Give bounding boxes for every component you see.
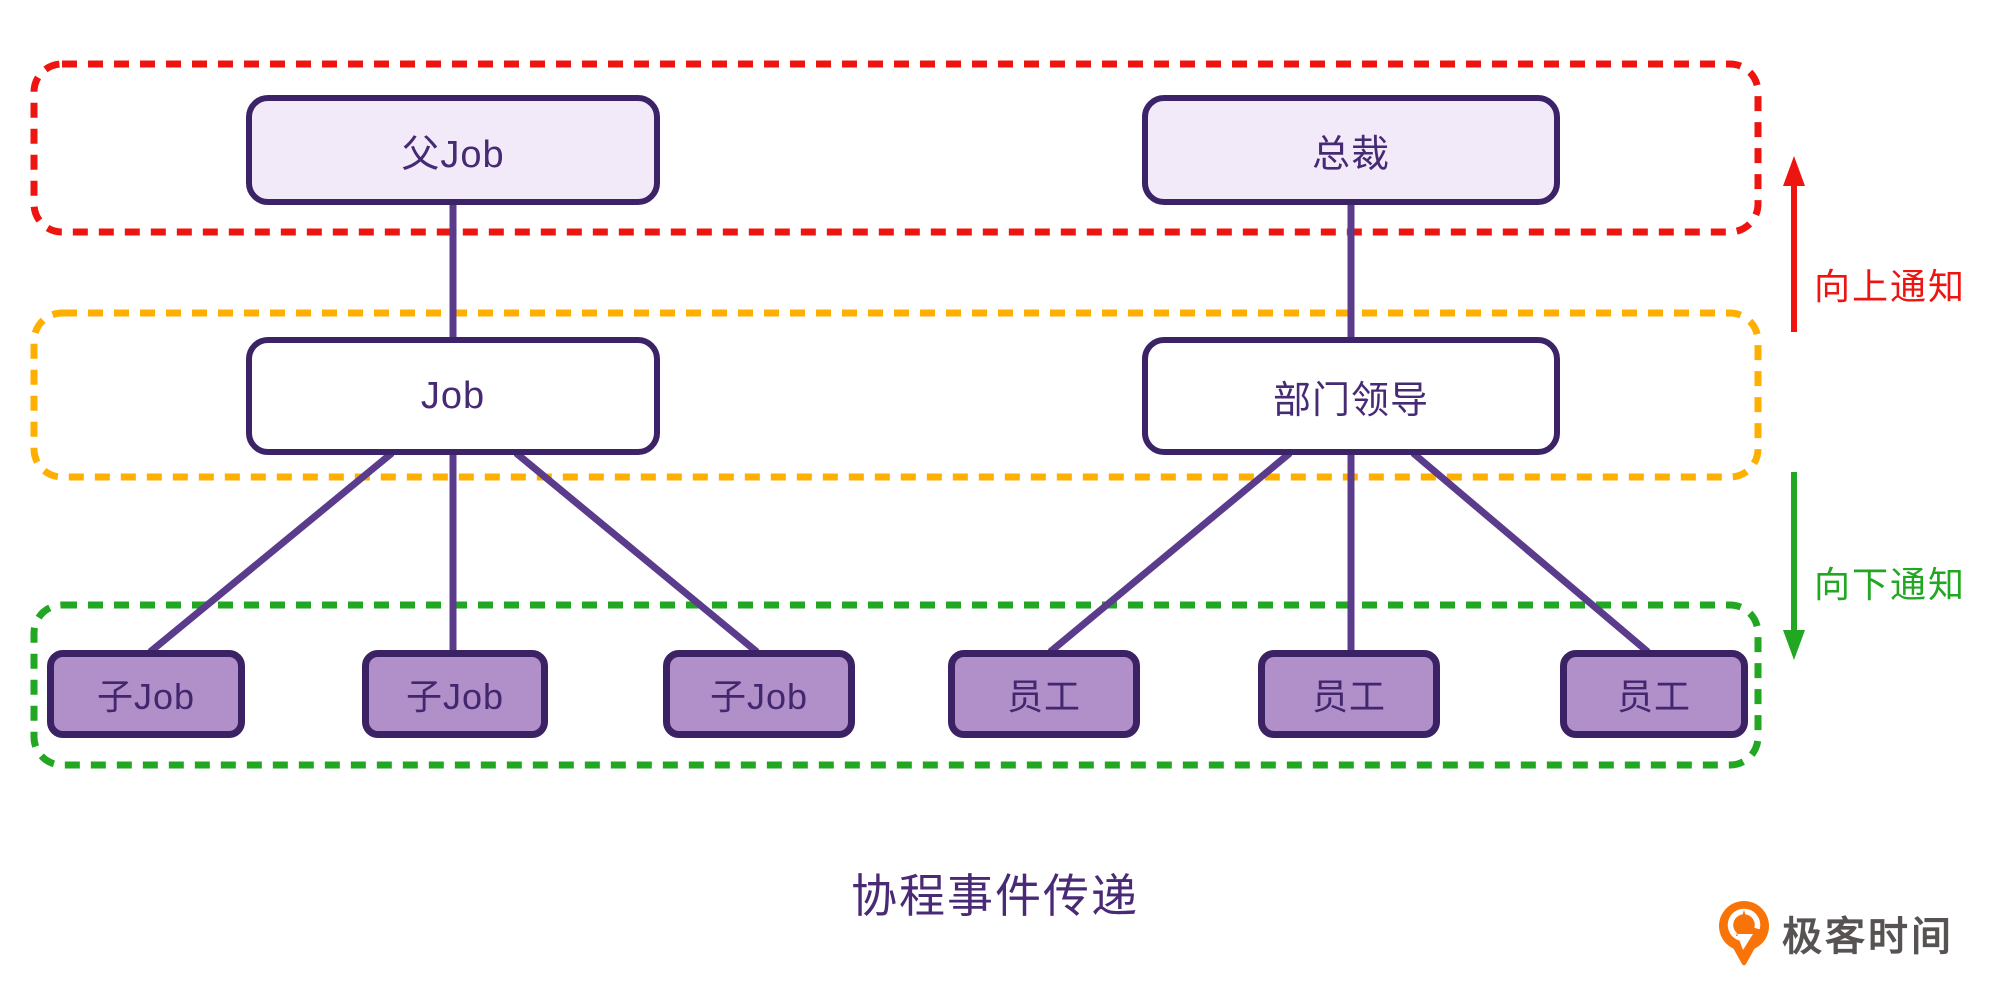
- diagram-title: 协程事件传递: [851, 870, 1139, 922]
- bottom-layer-dashed-box: [30, 601, 1762, 769]
- node-employee-3-label: 员工: [1616, 676, 1691, 717]
- notify-up-label: 向上通知: [1814, 266, 1967, 307]
- connector-job-childjob3: [513, 450, 760, 655]
- node-president-label: 总裁: [1311, 133, 1390, 176]
- geektime-logo-icon: [1719, 901, 1769, 966]
- node-child-job-3: 子Job: [663, 650, 855, 738]
- geektime-logo: 极客时间: [1716, 896, 1954, 970]
- connector-leader-employee1: [1047, 450, 1293, 655]
- node-employee-1-label: 员工: [1006, 676, 1081, 717]
- node-child-job-3-label: 子Job: [709, 676, 809, 717]
- node-employee-1: 员工: [948, 650, 1140, 738]
- notify-down-arrow-icon: [1783, 472, 1805, 660]
- node-president: 总裁: [1142, 95, 1560, 205]
- node-job-label: Job: [420, 374, 486, 417]
- node-child-job-1-label: 子Job: [96, 676, 196, 717]
- geektime-logo-text: 极客时间: [1782, 915, 1954, 959]
- notify-down-label: 向下通知: [1814, 564, 1967, 605]
- node-child-job-1: 子Job: [47, 650, 245, 738]
- node-employee-2-label: 员工: [1311, 676, 1386, 717]
- connector-lines: [147, 203, 1651, 655]
- node-child-job-2-label: 子Job: [405, 676, 505, 717]
- node-dept-leader-label: 部门领导: [1272, 379, 1429, 422]
- notify-up-arrow-icon: [1783, 156, 1805, 332]
- node-parent-job-label: 父Job: [401, 133, 505, 176]
- node-dept-leader: 部门领导: [1142, 337, 1560, 455]
- connector-job-childjob1: [147, 450, 395, 655]
- node-child-job-2: 子Job: [362, 650, 548, 738]
- connector-leader-employee3: [1410, 450, 1651, 655]
- node-parent-job: 父Job: [246, 95, 660, 205]
- node-employee-2: 员工: [1258, 650, 1440, 738]
- node-job: Job: [246, 337, 660, 455]
- top-layer-dashed-box: [30, 60, 1762, 236]
- middle-layer-dashed-box: [30, 309, 1762, 481]
- node-employee-3: 员工: [1560, 650, 1748, 738]
